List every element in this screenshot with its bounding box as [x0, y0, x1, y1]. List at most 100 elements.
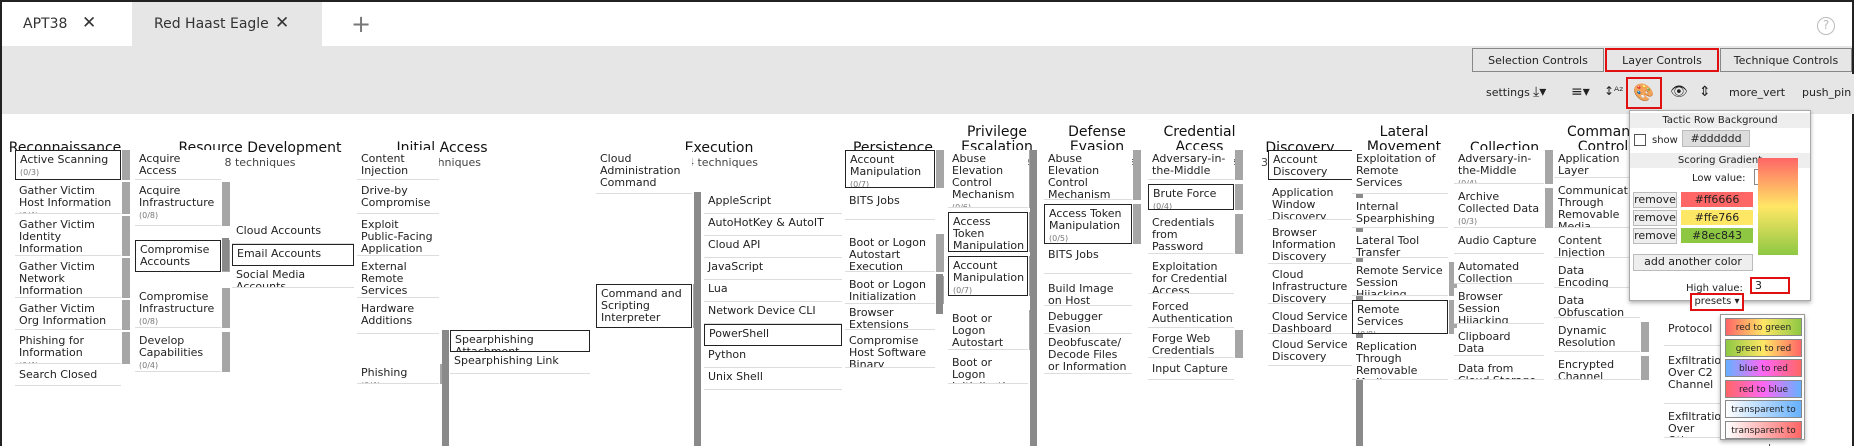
technique-cell[interactable]: Boot or Logon Autostart Execution(0/14)	[845, 234, 935, 272]
technique-cell[interactable]: Communication Through Removable Media	[1554, 182, 1640, 228]
preset-option[interactable]: transparent to red	[1725, 420, 1802, 446]
expand-subtechniques-handle[interactable]	[1449, 262, 1457, 296]
subtechnique-cell[interactable]: Social Media Accounts	[232, 266, 354, 288]
technique-cell[interactable]: Remote Service Session Hijacking(0/2)	[1352, 262, 1448, 296]
technique-cell[interactable]: Browser Extensions	[845, 304, 935, 330]
background-color-input[interactable]: #dddddd	[1682, 130, 1750, 147]
technique-cell[interactable]: Cloud Administration Command	[596, 150, 692, 194]
expand-subtechniques-handle[interactable]	[1235, 150, 1243, 180]
technique-cell[interactable]: Data Encoding(0/2)	[1554, 262, 1640, 288]
eye-icon[interactable]: 👁	[1670, 84, 1688, 100]
technique-cell[interactable]: Lateral Tool Transfer	[1352, 232, 1448, 258]
technique-cell[interactable]: Boot or Logon Initialization	[948, 354, 1028, 384]
help-icon[interactable]: ?	[1817, 17, 1835, 35]
expand-subtechniques-handle[interactable]	[1545, 188, 1553, 228]
high-value-input[interactable]: 3	[1750, 277, 1790, 294]
technique-cell[interactable]: Internal Spearphishing	[1352, 198, 1448, 228]
technique-cell[interactable]: Clipboard Data	[1454, 328, 1544, 356]
technique-cell[interactable]: Access Token Manipulation(0/5)	[1044, 204, 1132, 244]
expand-subtechniques-handle[interactable]	[1133, 204, 1141, 244]
subtechnique-cell[interactable]: Cloud API	[704, 236, 842, 258]
technique-cell[interactable]: Develop Capabilities(0/4)	[135, 332, 221, 372]
remove-color-button[interactable]: remove	[1633, 210, 1677, 226]
expand-subtechniques-handle[interactable]	[122, 216, 130, 256]
color-input[interactable]: #ff6666	[1681, 192, 1753, 207]
technique-cell[interactable]: Automated Collection	[1454, 258, 1544, 284]
expand-subtechniques-handle[interactable]	[222, 332, 230, 372]
technique-cell[interactable]: Brute Force(0/4)	[1148, 184, 1234, 210]
expand-subtechniques-handle[interactable]	[1641, 322, 1649, 352]
technique-cell[interactable]: Command and Scripting Interpreter(0/11)	[596, 284, 692, 328]
technique-cell[interactable]: Data Obfuscation(0/3)	[1554, 292, 1640, 318]
expand-subtechniques-handle[interactable]	[1545, 150, 1553, 184]
technique-cell[interactable]: Archive Collected Data(0/3)	[1454, 188, 1544, 228]
expand-subtechniques-handle[interactable]	[122, 300, 130, 330]
expand-subtechniques-handle[interactable]	[1235, 184, 1243, 210]
technique-cell[interactable]: Exfiltration Over C2 Channel	[1664, 352, 1724, 404]
technique-cell[interactable]: Acquire Access	[135, 150, 221, 180]
expand-subtechniques-handle[interactable]	[122, 150, 130, 180]
technique-cell[interactable]: Active Scanning(0/3)	[15, 150, 121, 180]
technique-cell[interactable]: Browser Session Hijacking	[1454, 288, 1544, 324]
layer-controls-tab[interactable]: Layer Controls	[1605, 48, 1719, 72]
preset-option[interactable]: red to green	[1725, 318, 1802, 336]
preset-option[interactable]: green to red	[1725, 338, 1802, 357]
technique-cell[interactable]: Account Discovery(0/4)	[1268, 150, 1354, 180]
expand-subtechniques-handle[interactable]	[1235, 330, 1243, 358]
expand-subtechniques-handle[interactable]	[1235, 214, 1243, 254]
remove-color-button[interactable]: remove	[1633, 228, 1677, 244]
technique-cell[interactable]: Acquire Infrastructure(0/8)	[135, 182, 221, 226]
technique-cell[interactable]: Compromise Accounts(0/3)	[135, 240, 221, 272]
technique-cell[interactable]: Application Layer Protocol(0/5)	[1554, 150, 1640, 178]
expand-subtechniques-handle[interactable]	[936, 234, 944, 272]
subtechnique-cell[interactable]: Lua	[704, 280, 842, 302]
technique-cell[interactable]: Gather Victim Network Information(0/6)	[15, 258, 121, 298]
selection-controls-tab[interactable]: Selection Controls	[1472, 48, 1604, 72]
technique-cell[interactable]: Exploitation for Credential Access	[1148, 258, 1234, 294]
technique-cell[interactable]: Gather Victim Host Information(0/4)	[15, 182, 121, 214]
technique-cell[interactable]: Audio Capture	[1454, 232, 1544, 254]
technique-cell[interactable]: Gather Victim Org Information(0/4)	[15, 300, 121, 330]
download-icon[interactable]: ⤓▾	[1533, 84, 1547, 100]
technique-cell[interactable]: Compromise Host Software Binary	[845, 332, 935, 368]
technique-cell[interactable]: Content Injection	[357, 150, 439, 180]
technique-cell[interactable]: External Remote Services	[357, 258, 439, 298]
subtechnique-cell[interactable]: Email Accounts	[232, 244, 354, 266]
technique-cell[interactable]: Cloud Infrastructure Discovery	[1268, 266, 1354, 304]
color-input[interactable]: #8ec843	[1681, 228, 1753, 243]
technique-cell[interactable]: Gather Victim Identity Information(0/3)	[15, 216, 121, 256]
technique-cell[interactable]: Adversary-in-the-Middle(0/4)	[1148, 150, 1234, 180]
technique-cell[interactable]: Abuse Elevation Control Mechanism(0/6)	[1044, 150, 1132, 200]
subtechnique-cell[interactable]: PowerShell	[704, 324, 842, 346]
expand-subtechniques-handle[interactable]	[936, 150, 944, 188]
sort-icon[interactable]: ↕ᴬᶻ	[1604, 84, 1624, 98]
subtechnique-cell[interactable]: AppleScript	[704, 192, 842, 214]
technique-cell[interactable]: Application Window Discovery	[1268, 184, 1354, 220]
expand-subtechniques-handle[interactable]	[122, 258, 130, 298]
technique-cell[interactable]: Phishing for Information(0/4)	[15, 332, 121, 364]
preset-option[interactable]: blue to red	[1725, 359, 1802, 377]
show-checkbox[interactable]	[1634, 134, 1646, 146]
subtechnique-cell[interactable]: JavaScript	[704, 258, 842, 280]
technique-cell[interactable]: Exploitation of Remote Services	[1352, 150, 1448, 194]
expand-subtechniques-handle[interactable]	[122, 182, 130, 214]
settings-button[interactable]: settings	[1486, 86, 1530, 99]
close-icon[interactable]: ✕	[82, 13, 97, 33]
preset-option[interactable]: transparent to blue	[1725, 400, 1802, 433]
technique-controls-tab[interactable]: Technique Controls	[1720, 48, 1852, 72]
subtechnique-cell[interactable]: Python	[704, 346, 842, 368]
filter-icon[interactable]: ≡▾	[1571, 84, 1590, 100]
expand-subtechniques-handle[interactable]	[1641, 356, 1649, 380]
subtechnique-cell[interactable]: AutoHotKey & AutoIT	[704, 214, 842, 236]
tab-red-haast-eagle[interactable]: Red Haast Eagle✕	[132, 2, 322, 46]
subtechnique-cell[interactable]: Cloud Accounts	[232, 222, 354, 244]
color-input[interactable]: #ffe766	[1681, 210, 1753, 225]
expand-subtechniques-handle[interactable]	[1133, 150, 1141, 200]
technique-cell[interactable]: Account Manipulation(0/7)	[845, 150, 935, 188]
add-tab-icon[interactable]: +	[351, 10, 372, 38]
technique-cell[interactable]: Encrypted Channel(0/2)	[1554, 356, 1640, 380]
subtechnique-cell[interactable]: Unix Shell	[704, 368, 842, 390]
technique-cell[interactable]: Cloud Service Dashboard	[1268, 308, 1354, 334]
subtechnique-cell[interactable]: Spearphishing Link	[450, 352, 590, 374]
technique-cell[interactable]: Debugger Evasion	[1044, 308, 1132, 334]
